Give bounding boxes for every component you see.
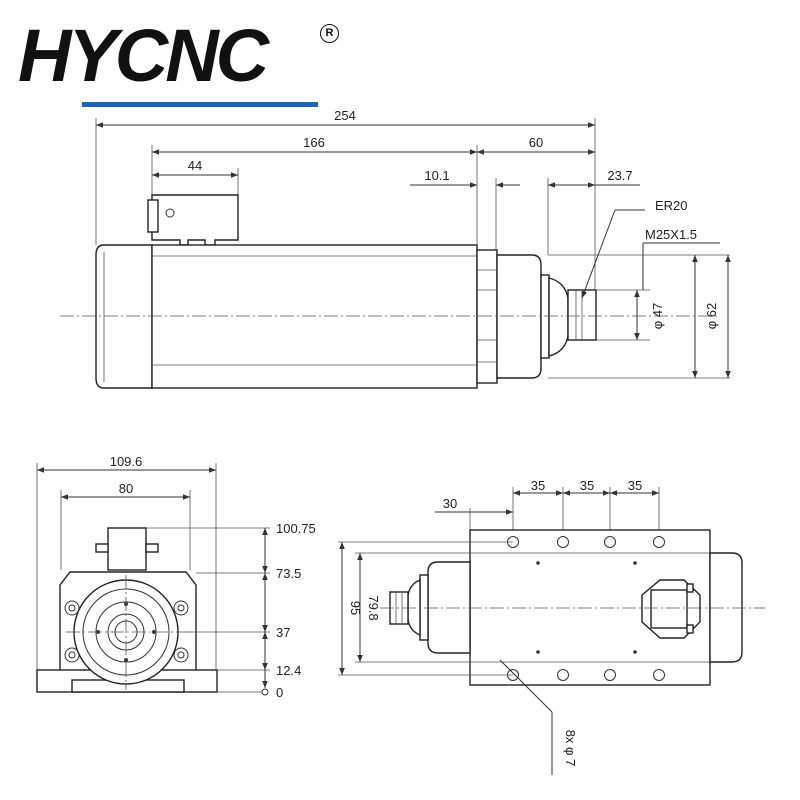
dim-pitch-1: 35 [531, 478, 545, 493]
dim-pitch-2: 35 [580, 478, 594, 493]
dim-front-width: 109.6 [110, 454, 143, 469]
dim-nose-diameter: φ 47 [650, 303, 665, 330]
dim-first-hole: 30 [443, 496, 457, 511]
dim-height-center: 37 [276, 625, 290, 640]
dim-body-length: 166 [303, 135, 325, 150]
dim-step-length: 10.1 [424, 168, 449, 183]
top-view: 35 35 35 30 [338, 478, 765, 775]
logo-underline [82, 102, 318, 107]
dim-flange-length: 60 [529, 135, 543, 150]
dim-flange-diameter: φ 62 [704, 303, 719, 330]
dim-height-top: 100.75 [276, 521, 316, 536]
dim-overall-length: 254 [334, 108, 356, 123]
dim-outer-width: 95 [348, 601, 363, 615]
registered-mark-icon: R [320, 24, 339, 43]
dim-front-mount: 80 [119, 481, 133, 496]
dim-inner-width: 79.8 [366, 595, 381, 620]
label-collet: ER20 [655, 198, 688, 213]
dim-box-length: 44 [188, 158, 202, 173]
brand-logo: HYCNC R [18, 14, 339, 107]
side-view: 254 166 60 44 10.1 23.7 [60, 108, 731, 389]
label-hole-spec: 8x φ 7 [563, 730, 578, 767]
dim-nose-length: 23.7 [607, 168, 632, 183]
logo-text: HYCNC [18, 14, 269, 97]
dim-height-zero: 0 [276, 685, 283, 700]
dim-height-upper: 73.5 [276, 566, 301, 581]
dim-pitch-3: 35 [628, 478, 642, 493]
label-thread: M25X1.5 [645, 227, 697, 242]
dim-height-base: 12.4 [276, 663, 301, 678]
front-view: 109.6 80 100.75 [36, 454, 316, 700]
